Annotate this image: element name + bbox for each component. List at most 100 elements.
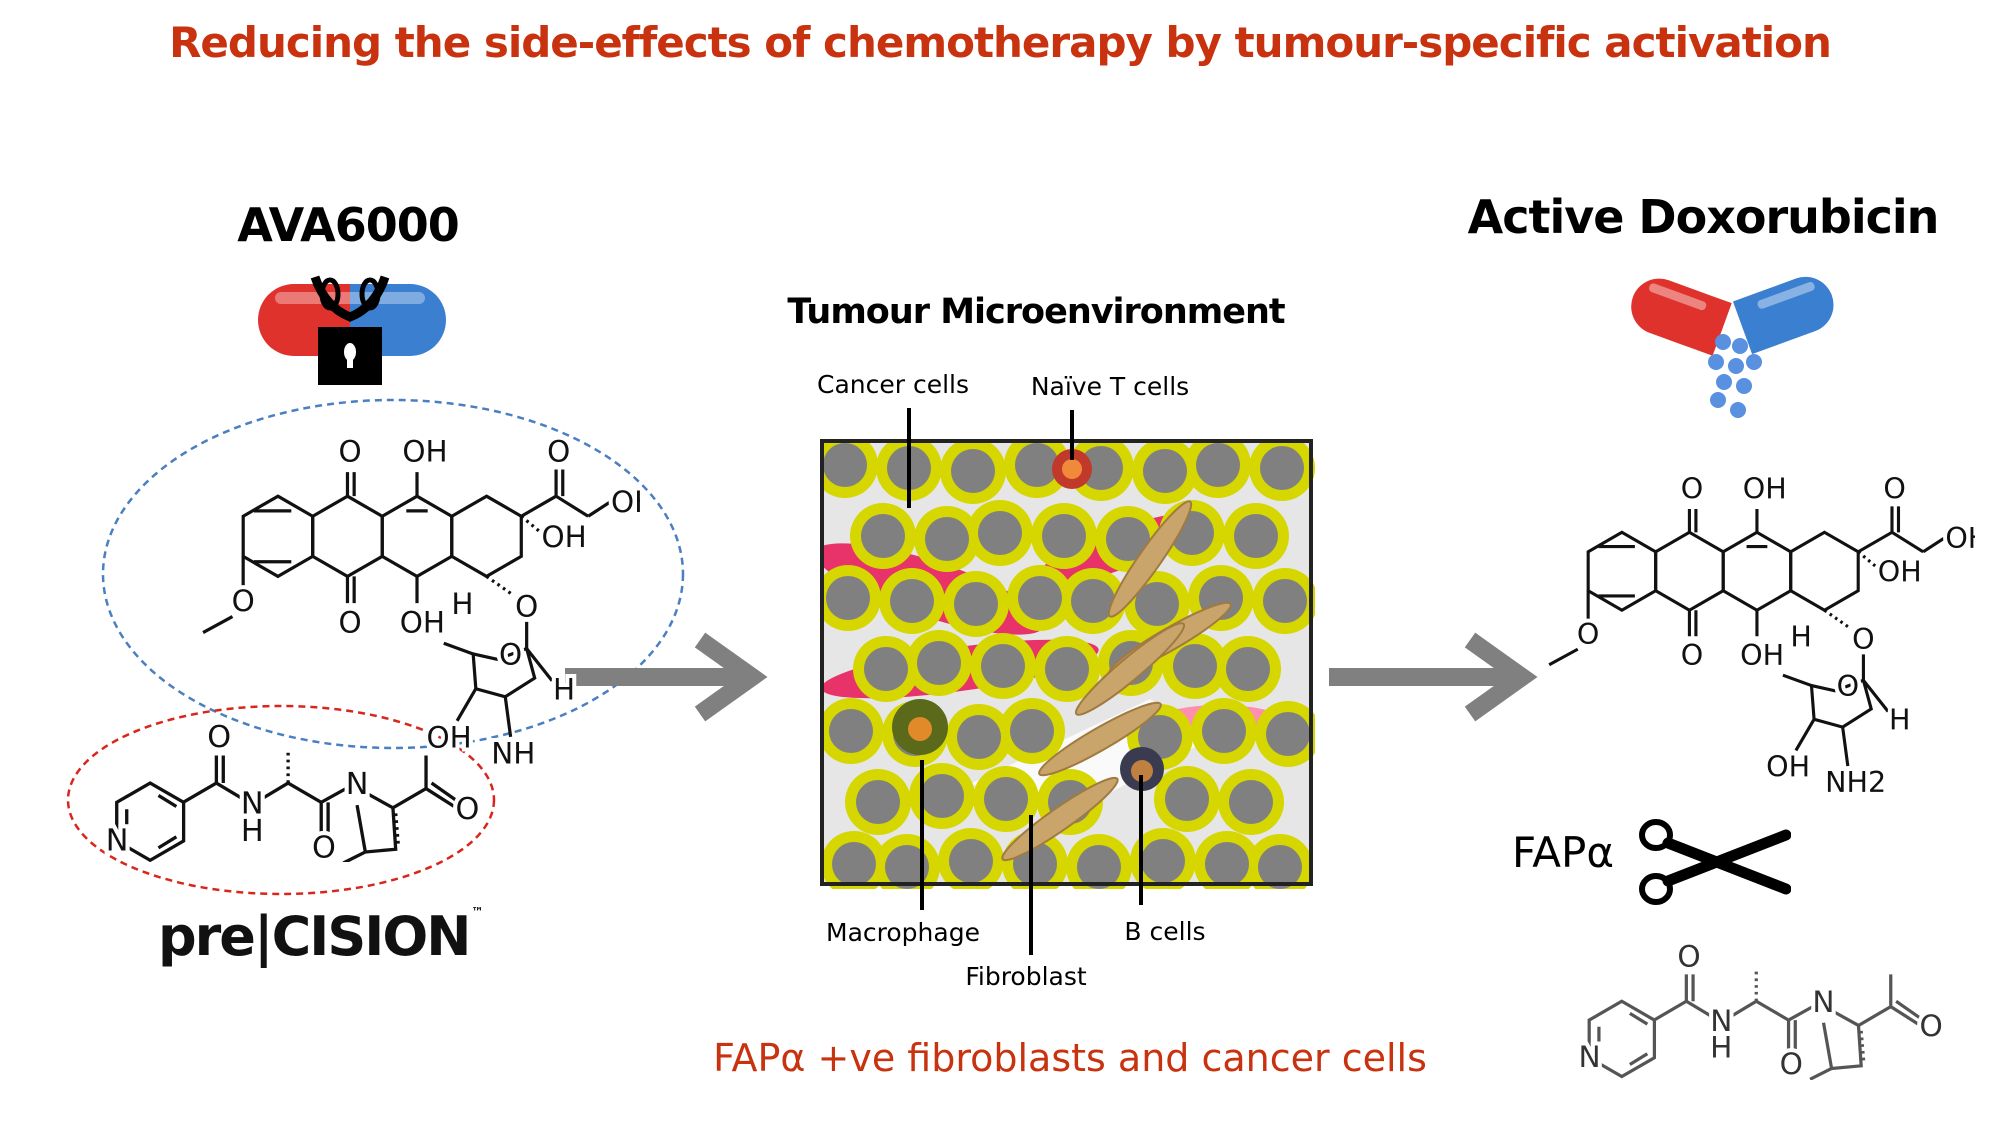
bond — [520, 515, 547, 538]
peptide-linker-structure: N O N H O N O — [102, 722, 483, 862]
atom-label: H — [1790, 620, 1811, 654]
cancer-cell-nucleus — [1263, 579, 1307, 623]
cancer-cell-nucleus — [1018, 576, 1062, 620]
cancer-cell-nucleus — [1234, 514, 1278, 558]
atom-label: OH — [1878, 555, 1922, 589]
pointer-macrophage — [920, 760, 924, 910]
atom-label: OH — [402, 434, 447, 468]
bond — [380, 494, 454, 579]
cancer-cell-nucleus — [954, 582, 998, 626]
bond — [345, 472, 419, 604]
atom-label: OH — [400, 606, 445, 640]
cancer-cell-nucleus — [1141, 839, 1185, 883]
atom-label: O — [1837, 669, 1859, 703]
cancer-cell-nucleus — [1106, 517, 1150, 561]
atom-label: N — [241, 786, 264, 821]
bond — [443, 641, 554, 738]
cancer-cell-nucleus — [978, 511, 1022, 555]
cancer-cell-nucleus — [920, 774, 964, 818]
cancer-cell-nucleus — [1071, 579, 1115, 623]
open-capsule-icon — [1631, 276, 1834, 418]
cancer-cell-nucleus — [917, 641, 961, 685]
doxorubicin-structure: O O OH OH O O OH OH H O O H OH NH — [202, 432, 640, 775]
atom-label: H — [241, 814, 264, 849]
cancer-cell-nucleus — [1260, 446, 1304, 490]
atom-label: H — [451, 587, 473, 621]
atom-label: O — [499, 638, 522, 672]
atom-label: O — [312, 831, 336, 862]
cancer-cell-nucleus — [1135, 582, 1179, 626]
cancer-cell-nucleus — [856, 780, 900, 824]
cancer-cell-nucleus — [1173, 644, 1217, 688]
bond — [450, 494, 523, 579]
ava6000-heading: AVA6000 — [237, 198, 460, 252]
atom-label: NH — [491, 737, 535, 771]
bond — [253, 509, 428, 564]
cancer-cell-nucleus — [1196, 443, 1240, 487]
bond — [1597, 1011, 1649, 1066]
tumour-microenvironment-illustration — [820, 439, 1315, 889]
atom-label: OH — [1743, 472, 1787, 506]
cancer-cell-nucleus — [1042, 514, 1086, 558]
cancer-cell-nucleus — [1165, 777, 1209, 821]
atom-label: O — [1577, 617, 1599, 651]
cancer-cell-nucleus — [885, 845, 929, 889]
pointer-b-cells — [1139, 775, 1143, 905]
cancer-cell-nucleus — [1079, 446, 1123, 490]
bond — [342, 755, 461, 862]
brand-text: pre|CISION — [158, 905, 471, 968]
bond — [1823, 608, 1852, 630]
atom-label: H — [1710, 1031, 1732, 1065]
cancer-cell-nucleus — [957, 715, 1001, 759]
cancer-cell-nucleus — [1077, 845, 1121, 889]
cancer-cell-nucleus — [1202, 709, 1246, 753]
atom-label: O — [1681, 638, 1703, 672]
atom-label: OH — [1740, 638, 1784, 672]
pointer-fibroblast — [1029, 815, 1033, 955]
bond — [202, 556, 245, 634]
atom-label: O — [207, 722, 231, 755]
bond — [1859, 1030, 1866, 1064]
label-naive-t-cells: Naïve T cells — [1030, 372, 1190, 401]
atom-label: N — [1710, 1004, 1732, 1038]
bond — [1654, 530, 1725, 613]
cancer-cell-nucleus — [1205, 842, 1249, 886]
cancer-cell-nucleus — [861, 514, 905, 558]
bond — [394, 813, 401, 847]
doxorubicin-active-structure: O O OH OH O O OH OH H O O H OH NH2 — [1548, 470, 1975, 803]
cancer-cell-nucleus — [1138, 715, 1182, 759]
fap-caption: FAPα +ve fibroblasts and cancer cells — [713, 1036, 1427, 1080]
arrow-to-active-drug — [1329, 632, 1538, 722]
bond — [182, 755, 347, 833]
fibroblast — [1038, 701, 1162, 777]
bond — [1809, 678, 1874, 729]
atom-label: O — [1677, 940, 1700, 973]
atom-label: N — [1812, 985, 1834, 1019]
microenvironment-title: Tumour Microenvironment — [787, 292, 1285, 332]
bond — [1548, 590, 1590, 667]
bond — [1598, 545, 1768, 598]
label-fibroblast: Fibroblast — [965, 962, 1087, 991]
bond — [1857, 506, 1950, 554]
atom-label: OH — [541, 520, 586, 554]
trademark: ™ — [471, 905, 483, 919]
atom-label: O — [547, 434, 570, 468]
atom-label: OH — [426, 721, 471, 755]
fap-enzyme-label: FAPα — [1512, 828, 1615, 877]
bond — [1857, 550, 1883, 573]
cancer-cell-nucleus — [1266, 712, 1310, 756]
b-cell-nucleus — [1131, 760, 1153, 782]
fibroblast — [1107, 500, 1193, 618]
bond — [1809, 974, 1924, 1080]
atom-label: O — [339, 606, 362, 640]
macrophage-nucleus — [908, 717, 932, 741]
atom-label: O — [1919, 1009, 1942, 1043]
bond — [1789, 530, 1860, 613]
active-doxorubicin-heading: Active Doxorubicin — [1467, 190, 1940, 244]
cancer-cell-nucleus — [1226, 647, 1270, 691]
atom-label: N — [346, 767, 369, 802]
cancer-cell-nucleus — [1010, 709, 1054, 753]
bond — [1586, 530, 1658, 613]
atom-label: H — [1889, 703, 1910, 737]
